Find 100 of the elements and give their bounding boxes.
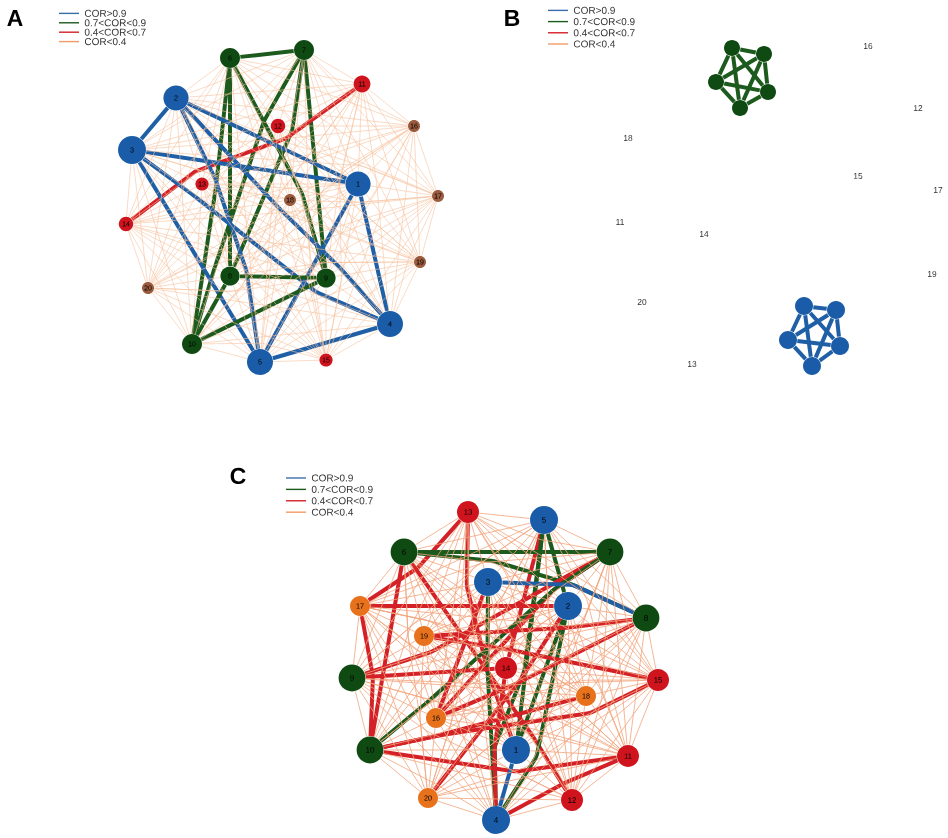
connector-line <box>573 705 585 790</box>
connector-line <box>328 131 413 354</box>
connector-line <box>367 612 619 752</box>
connector-line <box>445 719 618 754</box>
connector-line <box>128 109 172 218</box>
connector-line <box>433 635 648 680</box>
node-circle <box>724 40 740 56</box>
connector-line <box>200 280 318 342</box>
connector-line <box>510 677 568 791</box>
connector-line <box>126 164 132 217</box>
connector-line <box>507 758 619 815</box>
connector-line <box>391 132 414 311</box>
connector-line <box>369 606 633 627</box>
connector-line <box>437 594 485 709</box>
connector-line <box>432 617 562 791</box>
connector-line <box>208 186 415 261</box>
connector-line <box>307 59 354 173</box>
connector-line <box>145 126 271 148</box>
connector-line <box>234 67 384 314</box>
connector-line <box>379 558 600 743</box>
connector-line <box>361 527 533 670</box>
connector-line <box>591 704 622 748</box>
connector-line <box>473 521 581 688</box>
connector-line <box>131 129 272 220</box>
connector-line <box>528 684 649 744</box>
connector-line <box>364 681 618 754</box>
connector-line <box>433 637 578 692</box>
connector-line <box>544 533 571 790</box>
connector-line <box>188 101 271 125</box>
connector-line <box>354 690 368 737</box>
connector-line <box>310 57 434 192</box>
connector-line <box>580 762 620 794</box>
connector-line <box>813 305 827 311</box>
connector-line <box>509 802 562 817</box>
node-circle <box>708 74 724 90</box>
connector-line <box>139 106 170 141</box>
connector-line <box>414 560 579 690</box>
connector-line <box>204 190 259 350</box>
node-circle <box>795 297 813 315</box>
connector-line <box>146 126 408 150</box>
connector-line <box>792 345 808 361</box>
connector-line <box>154 279 317 292</box>
connector-line <box>428 727 436 789</box>
connector-line <box>187 53 295 94</box>
connector-line <box>132 227 222 272</box>
connector-line <box>741 60 763 102</box>
connector-line <box>417 550 597 554</box>
connector-line <box>205 57 298 179</box>
connector-line <box>264 91 360 350</box>
connector-line <box>383 623 635 748</box>
connector-line <box>153 189 347 286</box>
connector-line <box>813 317 835 359</box>
connector-line <box>269 200 434 354</box>
connector-line <box>382 722 428 745</box>
connector-line <box>415 517 459 546</box>
connector-line <box>237 282 322 356</box>
connector-line <box>526 759 564 793</box>
connector-line <box>146 150 433 194</box>
connector-line <box>438 797 561 801</box>
connector-line <box>239 198 433 273</box>
connector-line <box>201 263 415 341</box>
connector-line <box>331 330 379 357</box>
connector-line <box>186 104 415 259</box>
connector-line <box>544 533 583 687</box>
connector-line <box>366 90 435 191</box>
connector-line <box>284 87 355 123</box>
connector-line <box>207 130 273 181</box>
connector-line <box>228 68 232 266</box>
connector-line <box>554 529 637 609</box>
connector-line <box>194 132 276 335</box>
connector-line <box>413 560 620 749</box>
connector-line <box>235 66 274 121</box>
connector-line <box>720 86 736 104</box>
connector-line <box>154 288 378 323</box>
connector-line <box>358 92 362 172</box>
connector-line <box>474 520 624 746</box>
connector-line <box>723 81 761 93</box>
connector-line <box>233 67 288 195</box>
connector-line <box>527 701 579 742</box>
connector-line <box>818 349 834 363</box>
connector-line <box>477 517 635 612</box>
connector-line <box>325 287 327 354</box>
connector-line <box>330 131 412 270</box>
connector-line <box>208 183 346 185</box>
connector-line <box>128 230 147 283</box>
panel-letter: A <box>7 10 23 26</box>
connector-line <box>191 68 231 334</box>
connector-line <box>308 58 418 257</box>
connector-line <box>359 615 375 737</box>
connector-line <box>130 87 356 221</box>
connector-line <box>295 186 346 199</box>
connector-line <box>437 757 618 797</box>
connector-line <box>132 226 378 320</box>
connector-line <box>445 697 577 717</box>
connector-line <box>550 532 626 746</box>
connector-line <box>181 109 229 267</box>
connector-line <box>365 193 417 258</box>
connector-line <box>285 125 408 127</box>
connector-line <box>193 58 301 335</box>
node-circle <box>803 357 821 375</box>
